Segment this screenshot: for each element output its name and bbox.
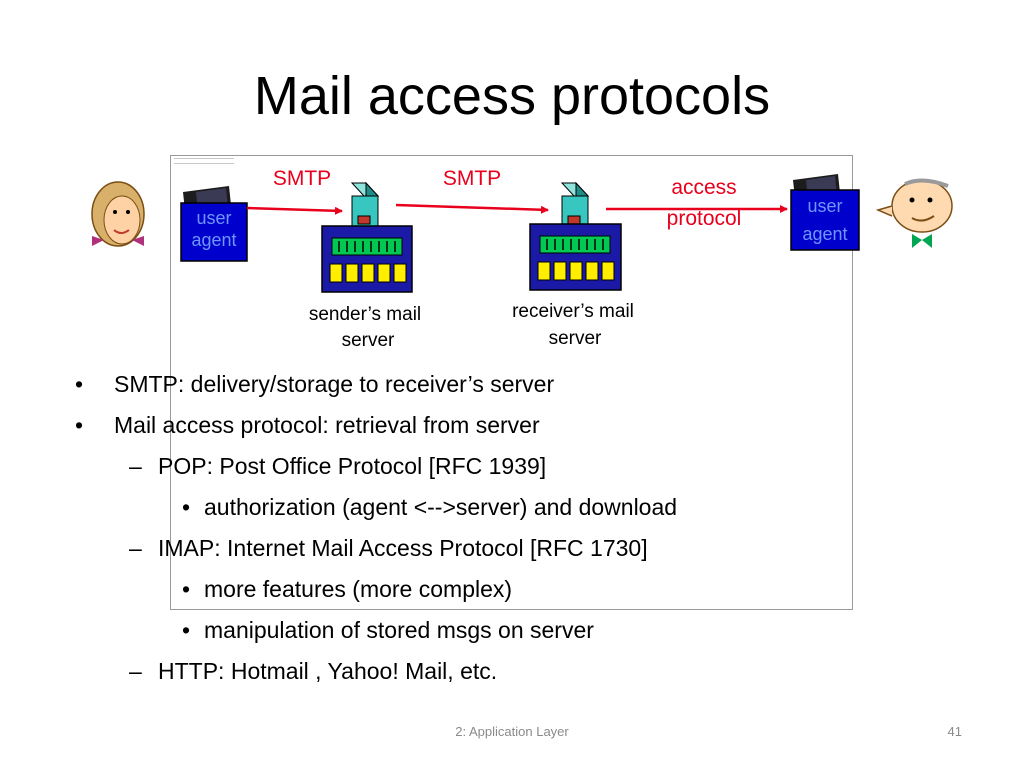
user-agent-right-line2: agent <box>802 224 847 244</box>
access-protocol-label-line2: protocol <box>667 207 742 230</box>
bullet-text: POP: Post Office Protocol [RFC 1939] <box>158 453 547 479</box>
bullet-dot: • <box>75 412 84 438</box>
page-number: 41 <box>947 724 962 739</box>
bullet-dash: – <box>129 535 142 561</box>
bullet-dot: • <box>75 371 84 397</box>
receiver-server-label-line2: server <box>549 328 602 349</box>
bullet-text: IMAP: Internet Mail Access Protocol [RFC… <box>158 535 648 561</box>
user-agent-left-line2: agent <box>191 230 236 250</box>
bullet-dash: – <box>129 453 142 479</box>
slide-title: Mail access protocols <box>253 66 771 126</box>
bullet-item: • authorization (agent <-->server) and d… <box>182 492 678 522</box>
bullet-item: • more features (more complex) <box>182 574 513 604</box>
user-agent-right-line1: user <box>807 196 842 216</box>
smtp-label-1: SMTP <box>273 167 331 190</box>
bullet-text: authorization (agent <-->server) and dow… <box>204 494 678 520</box>
bullet-text: manipulation of stored msgs on server <box>204 617 594 643</box>
diagram-frame <box>170 155 853 610</box>
user-agent-left-box <box>180 202 248 262</box>
access-protocol-label-line1: access <box>671 176 736 199</box>
person-right-icon <box>875 178 953 248</box>
smtp-label-2: SMTP <box>443 167 501 190</box>
sender-mail-server-icon <box>321 181 413 293</box>
user-agent-right-box <box>790 189 860 251</box>
user-agent-left-line1: user <box>196 208 231 228</box>
embedded-object-caption-strip <box>174 158 234 164</box>
bullet-item: • Mail access protocol: retrieval from s… <box>75 410 540 440</box>
bullet-text: Mail access protocol: retrieval from ser… <box>114 412 540 438</box>
bullet-dot: • <box>182 494 191 520</box>
sender-server-label-line2: server <box>342 330 395 351</box>
person-left-icon <box>91 181 145 247</box>
bullet-dash: – <box>129 658 142 684</box>
bullet-text: more features (more complex) <box>204 576 513 602</box>
bullet-item: – IMAP: Internet Mail Access Protocol [R… <box>129 533 648 563</box>
bullet-item: – HTTP: Hotmail , Yahoo! Mail, etc. <box>129 656 498 686</box>
bullet-text: HTTP: Hotmail , Yahoo! Mail, etc. <box>158 658 498 684</box>
bullet-item: • SMTP: delivery/storage to receiver’s s… <box>75 369 555 399</box>
receiver-mail-server-icon <box>529 181 622 291</box>
bullet-item: – POP: Post Office Protocol [RFC 1939] <box>129 451 547 481</box>
bullet-dot: • <box>182 576 191 602</box>
bullet-dot: • <box>182 617 191 643</box>
smtp-arrow-1 <box>246 206 343 215</box>
bullet-text: SMTP: delivery/storage to receiver’s ser… <box>114 371 555 397</box>
sender-server-label-line1: sender’s mail <box>309 304 421 325</box>
receiver-server-label-line1: receiver’s mail <box>512 301 634 322</box>
footer-chapter: 2: Application Layer <box>455 724 569 739</box>
smtp-arrow-2 <box>395 203 549 214</box>
bullet-item: • manipulation of stored msgs on server <box>182 615 594 645</box>
